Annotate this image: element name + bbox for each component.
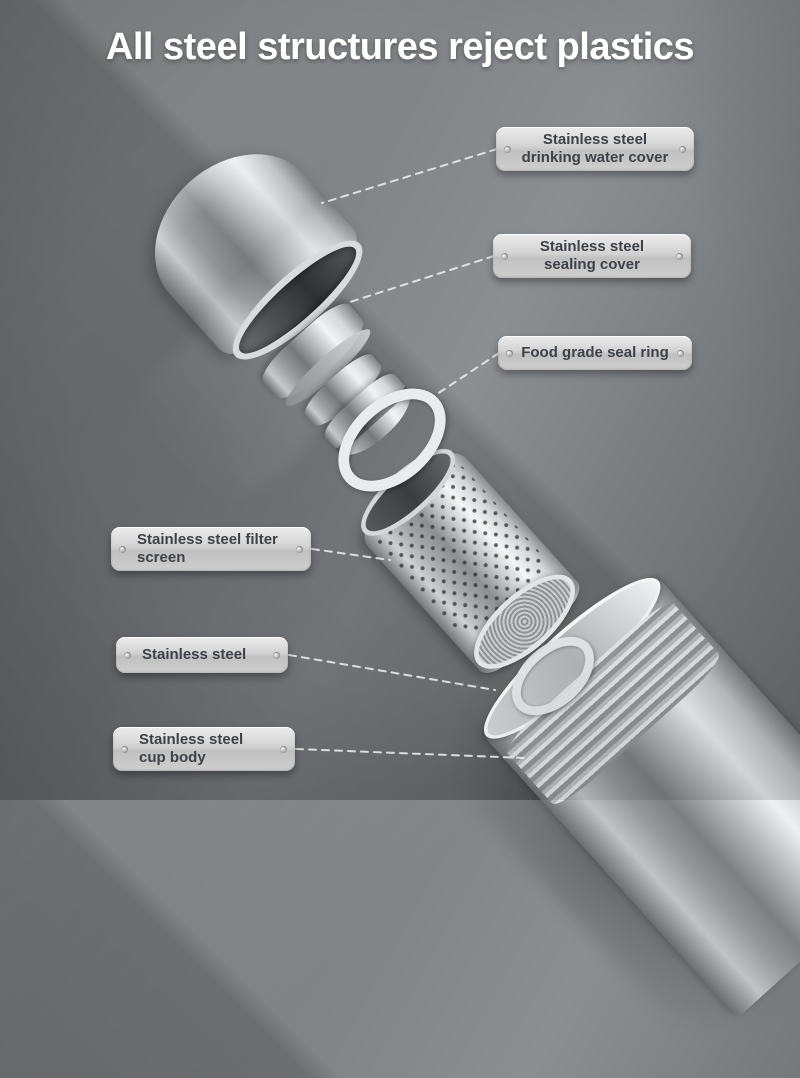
label-sealing-cover: Stainless steel sealing cover [493,234,691,278]
rivet-hole-icon [676,252,683,260]
rivet-hole-icon [124,651,131,659]
connector-lines [288,148,526,759]
label-text: Stainless steel sealing cover [539,238,645,273]
connector-line-sealing-cover [349,255,495,303]
label-filter-screen: Stainless steel filter screen [111,527,311,571]
rivet-hole-icon [121,745,128,753]
label-text: Stainless steel drinking water cover [521,131,669,166]
connector-line-cup-body [295,748,526,759]
rivet-hole-icon [679,145,686,153]
label-text: Stainless steel [142,646,247,664]
label-text: Stainless steel cup body [139,731,244,766]
connector-line-drinking-cover [321,148,498,204]
label-cup-body: Stainless steel cup body [113,727,295,771]
label-text: Food grade seal ring [521,344,669,362]
label-seal-ring: Food grade seal ring [498,336,692,370]
rivet-hole-icon [501,252,508,260]
connector-line-seal-ring [427,352,500,401]
label-drinking-water-cover: Stainless steel drinking water cover [496,127,694,171]
rivet-hole-icon [677,349,684,357]
product-diagram-page: { "title": "All steel structures reject … [0,0,800,800]
rivet-hole-icon [119,545,126,553]
rivet-hole-icon [504,145,511,153]
label-stainless-steel: Stainless steel [116,637,288,673]
connector-line-stainless-steel [288,654,496,691]
rivet-hole-icon [296,545,303,553]
page-title: All steel structures reject plastics [105,26,695,68]
rivet-hole-icon [273,651,280,659]
rivet-hole-icon [280,745,287,753]
connector-line-filter-screen [311,548,391,561]
label-text: Stainless steel filter screen [137,531,278,566]
rivet-hole-icon [506,349,513,357]
